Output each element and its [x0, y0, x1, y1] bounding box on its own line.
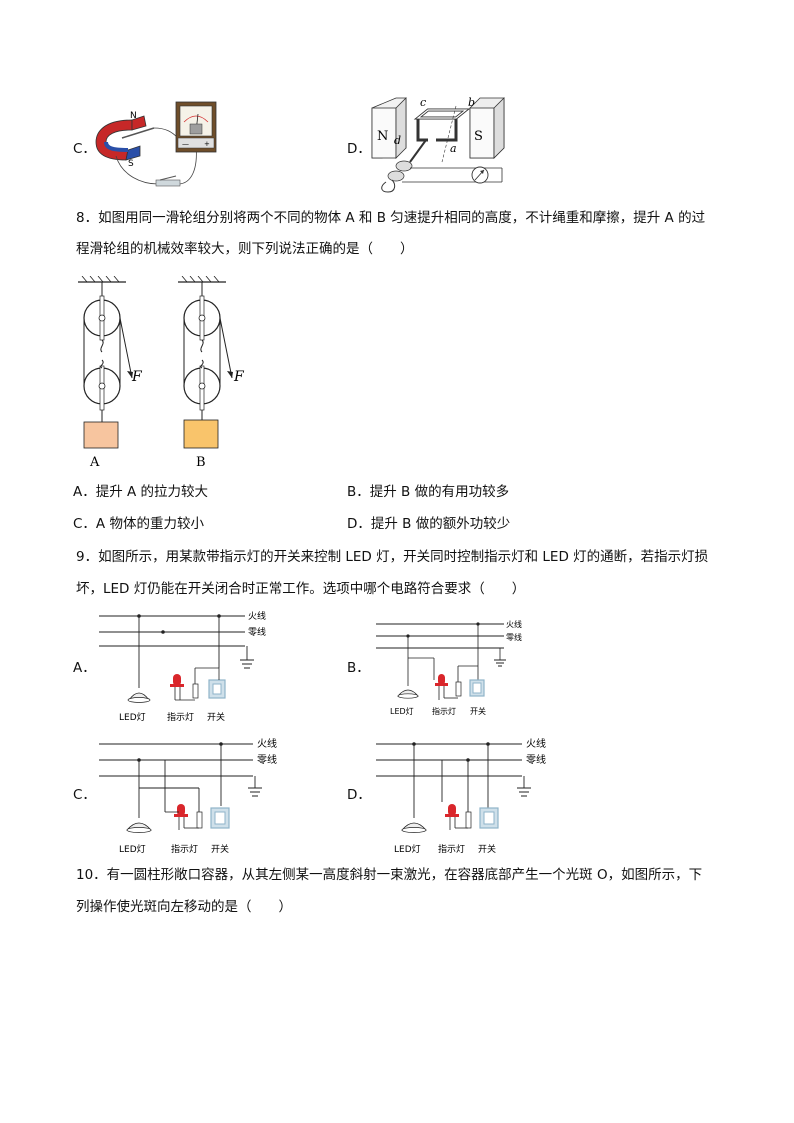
circuit-d-neutral-label: 零线 [526, 753, 546, 766]
option-c-label: C． [73, 141, 96, 157]
magnet-s-label: S [128, 159, 134, 169]
circuit-c-switch-label: 开关 [211, 843, 229, 855]
pole-n-label: N [377, 129, 388, 144]
option-d-label: D． [347, 141, 371, 157]
circuit-b-figure: 火线 零线 LED灯 指示灯 开关 [372, 612, 552, 722]
circuit-b-neutral-label: 零线 [506, 632, 522, 642]
galvanometer-magnet-figure: N S — + [92, 98, 222, 192]
q8-option-b: B．提升 B 做的有用功较多 [347, 484, 510, 500]
circuit-d-switch-label: 开关 [478, 843, 496, 855]
circuit-a-switch-label: 开关 [207, 711, 225, 723]
coil-d-label: d [394, 134, 401, 147]
q9-text-line1: 9．如图所示，用某款带指示灯的开关来控制 LED 灯，开关同时控制指示灯和 LE… [76, 549, 709, 565]
circuit-a-live-label: 火线 [248, 610, 266, 622]
q9-option-c-label: C． [73, 787, 96, 803]
q9-text-line2: 坏，LED 灯仍能在开关闭合时正常工作。选项中哪个电路符合要求（ ） [76, 581, 526, 597]
circuit-a-neutral-label: 零线 [248, 626, 266, 638]
pulley-a-label: A [89, 455, 100, 470]
q10-text-line2: 列操作使光斑向左移动的是（ ） [76, 899, 292, 915]
q9-option-b-label: B． [347, 660, 370, 676]
circuit-c-neutral-label: 零线 [257, 753, 277, 766]
coil-b-label: b [468, 96, 475, 109]
circuit-a-indicator-label: 指示灯 [167, 711, 194, 723]
q8-option-a: A．提升 A 的拉力较大 [73, 484, 209, 500]
circuit-c-led-label: LED灯 [119, 844, 146, 855]
coil-a-label: a [450, 142, 457, 155]
circuit-c-figure: 火线 零线 LED灯 指示灯 开关 [95, 732, 295, 857]
q8-option-d: D．提升 B 做的额外功较少 [347, 516, 511, 532]
circuit-c-live-label: 火线 [257, 737, 277, 750]
pulley-b-label: B [196, 455, 206, 470]
q8-option-c: C．A 物体的重力较小 [73, 516, 204, 532]
pulley-system-figure: F A F B [70, 276, 270, 472]
circuit-b-switch-label: 开关 [470, 706, 486, 716]
magnet-n-label: N [130, 111, 137, 121]
svg-text:—: — [182, 140, 189, 148]
generator-coil-figure: N S c b a d [370, 96, 510, 196]
force-label-b: F [233, 369, 245, 385]
circuit-d-live-label: 火线 [526, 737, 546, 750]
circuit-b-indicator-label: 指示灯 [432, 706, 456, 716]
circuit-d-figure: 火线 零线 LED灯 指示灯 开关 [372, 732, 572, 857]
pole-s-label: S [474, 129, 483, 144]
circuit-d-indicator-label: 指示灯 [438, 843, 465, 855]
svg-text:+: + [204, 140, 210, 148]
q8-text-line1: 8．如图用同一滑轮组分别将两个不同的物体 A 和 B 匀速提升相同的高度，不计绳… [76, 210, 706, 226]
circuit-a-led-label: LED灯 [119, 712, 146, 723]
circuit-c-indicator-label: 指示灯 [171, 843, 198, 855]
circuit-a-figure: 火线 零线 LED灯 指示灯 开关 [95, 604, 285, 729]
q9-option-a-label: A． [73, 660, 96, 676]
weight-box-a [83, 421, 119, 449]
force-label-a: F [131, 369, 143, 385]
q10-text-line1: 10．有一圆柱形敞口容器，从其左侧某一高度斜射一束激光，在容器底部产生一个光斑 … [76, 867, 703, 883]
circuit-d-led-label: LED灯 [394, 844, 421, 855]
circuit-b-live-label: 火线 [506, 619, 522, 629]
q8-text-line2: 程滑轮组的机械效率较大，则下列说法正确的是（ ） [76, 241, 414, 257]
weight-box-b [183, 419, 219, 449]
circuit-b-led-label: LED灯 [390, 706, 414, 716]
q9-option-d-label: D． [347, 787, 371, 803]
coil-c-label: c [420, 96, 426, 109]
